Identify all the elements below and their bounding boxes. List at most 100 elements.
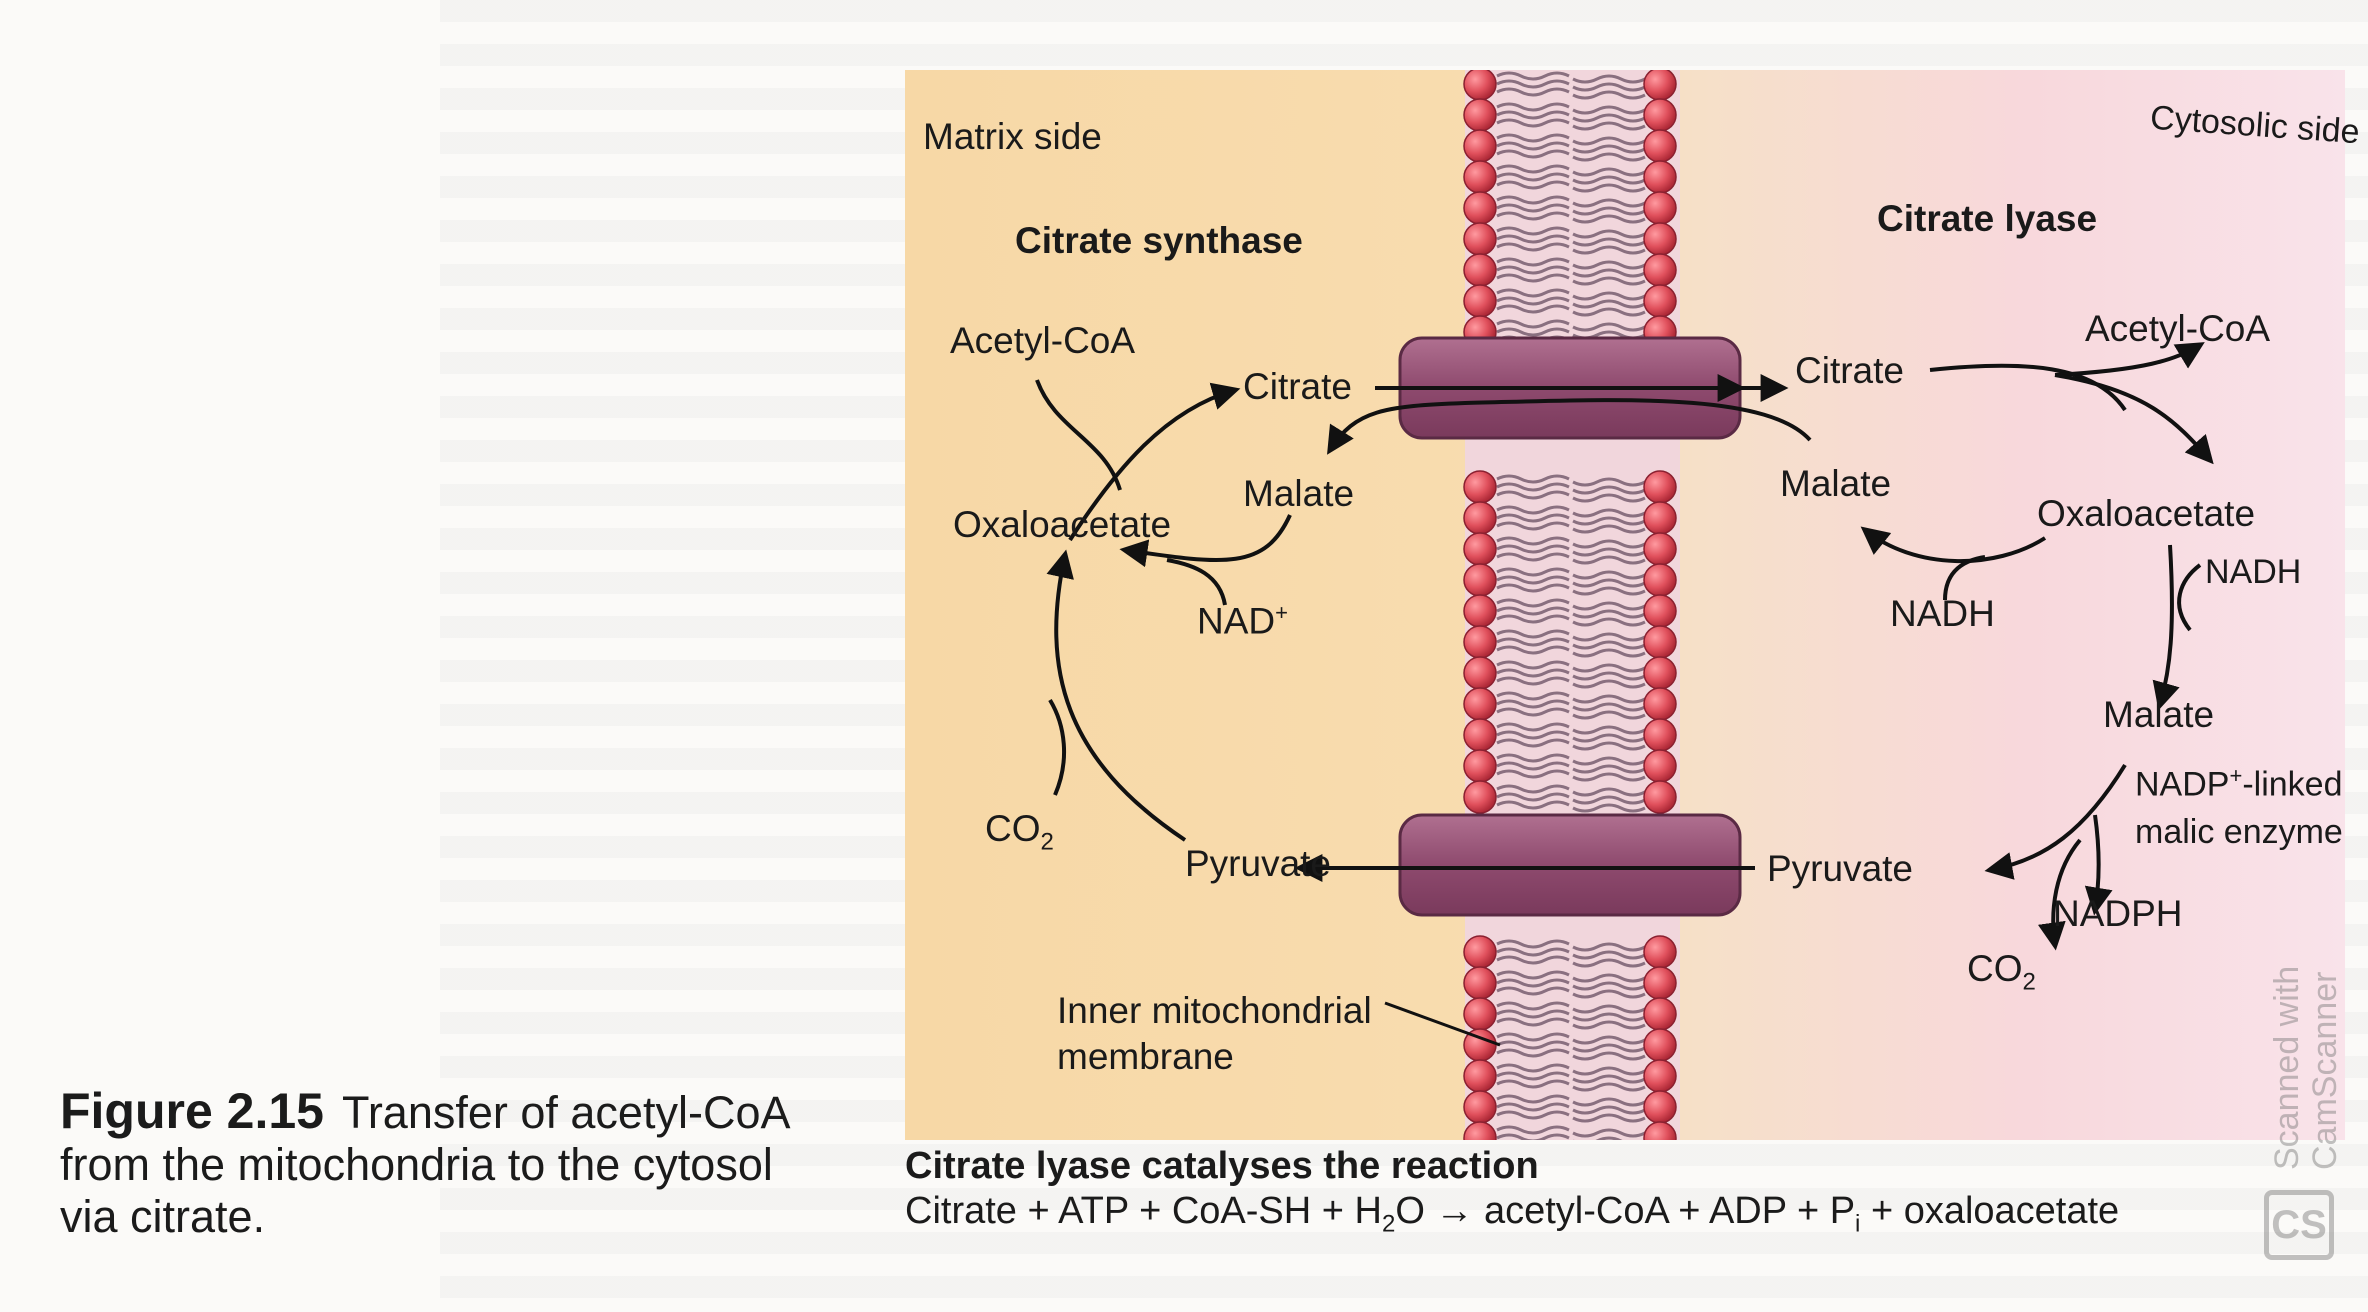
- lipid-tail: [1572, 74, 1646, 84]
- lipid-tail: [1496, 1017, 1570, 1027]
- lipid-tail: [1572, 198, 1646, 208]
- lipid-tail: [1496, 118, 1570, 128]
- lipid-head: [1643, 191, 1677, 225]
- lipid-tail: [1496, 234, 1570, 244]
- lipid-tail: [1572, 183, 1646, 193]
- lipid-head: [1463, 718, 1497, 752]
- lipid-tail: [1572, 733, 1646, 743]
- lipid-tail: [1572, 113, 1646, 123]
- lipid-tail: [1572, 206, 1646, 216]
- lipid-head: [1463, 656, 1497, 690]
- lipid-tail: [1572, 756, 1646, 766]
- lipid-tail: [1572, 175, 1646, 185]
- right-co2-label: CO2: [1967, 948, 2036, 996]
- membrane-pointer-line: [1384, 1001, 1501, 1047]
- lipid-tail: [1496, 986, 1570, 996]
- lipid-tail: [1572, 601, 1646, 611]
- lipid-tail: [1496, 707, 1570, 717]
- lipid-tail: [1572, 524, 1646, 534]
- lipid-tail: [1496, 1102, 1570, 1112]
- lipid-tail: [1496, 521, 1570, 531]
- lipid-tails: [1496, 71, 1646, 1140]
- lipid-tail: [1572, 237, 1646, 247]
- lipid-head: [1463, 1121, 1497, 1140]
- camscanner-logo-icon: CS: [2264, 1190, 2334, 1260]
- lipid-head: [1463, 160, 1497, 194]
- lipid-head: [1463, 935, 1497, 969]
- lipid-head: [1463, 749, 1497, 783]
- lipid-tail: [1572, 144, 1646, 154]
- figure-label: Figure 2.15: [60, 1083, 324, 1139]
- lipid-tail: [1572, 1113, 1646, 1123]
- lipid-tail: [1496, 265, 1570, 275]
- lipid-tail: [1572, 764, 1646, 774]
- lipid-tail: [1572, 1097, 1646, 1107]
- lipid-tail: [1572, 245, 1646, 255]
- nadp-linked-label: NADP+-linked: [2135, 763, 2343, 804]
- lipid-tail: [1496, 1133, 1570, 1140]
- lipid-tail: [1572, 276, 1646, 286]
- lipid-tail: [1572, 617, 1646, 627]
- left-co2-label: CO2: [985, 808, 1054, 856]
- lipid-tail: [1496, 800, 1570, 810]
- right-citrate-label: Citrate: [1795, 350, 1904, 391]
- lipid-tail: [1496, 1048, 1570, 1058]
- lipid-head: [1643, 129, 1677, 163]
- lipid-tail: [1572, 570, 1646, 580]
- lipid-tail: [1572, 1066, 1646, 1076]
- lipid-head: [1463, 997, 1497, 1031]
- lipid-head: [1643, 563, 1677, 597]
- lipid-tail: [1572, 268, 1646, 278]
- lipid-tail: [1572, 958, 1646, 968]
- lipid-tail: [1496, 133, 1570, 143]
- diagram-panel: Matrix side Cytosolic side Citrate synth…: [905, 70, 2361, 1140]
- lipid-head: [1643, 284, 1677, 318]
- lipid-tail: [1496, 226, 1570, 236]
- reaction-equation: Citrate + ATP + CoA-SH + H2O → acetyl-Co…: [905, 1190, 2120, 1238]
- lipid-tail: [1572, 214, 1646, 224]
- lipid-head: [1643, 532, 1677, 566]
- lipid-tail: [1572, 586, 1646, 596]
- lipid-tail: [1572, 609, 1646, 619]
- left-nad-label: NAD+: [1197, 600, 1288, 642]
- lipid-tail: [1572, 485, 1646, 495]
- lipid-tail: [1496, 536, 1570, 546]
- lipid-tail: [1572, 942, 1646, 952]
- co2-input-arrow: [1048, 698, 1066, 796]
- lipid-tail: [1496, 668, 1570, 678]
- right-pyruvate-label: Pyruvate: [1767, 848, 1914, 889]
- pyruvate-transporter: [1398, 813, 1742, 917]
- lipid-tail: [1496, 784, 1570, 794]
- lipid-tail: [1496, 978, 1570, 988]
- lipid-tail: [1496, 699, 1570, 709]
- lipid-tail: [1496, 87, 1570, 97]
- lipid-tail: [1496, 79, 1570, 89]
- lipid-tail: [1572, 167, 1646, 177]
- lipid-tail: [1572, 741, 1646, 751]
- lipid-head: [1643, 501, 1677, 535]
- lipid-head: [1643, 1121, 1677, 1140]
- lipid-tail: [1572, 772, 1646, 782]
- lipid-tail: [1496, 1001, 1570, 1011]
- lipid-tail: [1572, 981, 1646, 991]
- lipid-head: [1643, 98, 1677, 132]
- right-nadh-top-label: NADH: [2205, 553, 2302, 591]
- lipid-tail: [1496, 490, 1570, 500]
- right-malate-label: Malate: [1780, 463, 1892, 504]
- lipid-tail: [1572, 648, 1646, 658]
- lipid-head: [1643, 935, 1677, 969]
- oxaloacetate-to-malate-down-arrow: [2152, 544, 2180, 711]
- lipid-tail: [1496, 645, 1570, 655]
- lipid-tail: [1572, 547, 1646, 557]
- lipid-head: [1463, 470, 1497, 504]
- lipid-tail: [1496, 273, 1570, 283]
- lipid-tail: [1496, 1032, 1570, 1042]
- lipid-tail: [1496, 1040, 1570, 1050]
- lipid-tail: [1572, 989, 1646, 999]
- to-acetyl-coa-arrow: [2054, 342, 2205, 377]
- lipid-tail: [1496, 1125, 1570, 1135]
- lipid-tail: [1496, 575, 1570, 585]
- lipid-tail: [1496, 676, 1570, 686]
- lipid-heads: [1463, 70, 1677, 1140]
